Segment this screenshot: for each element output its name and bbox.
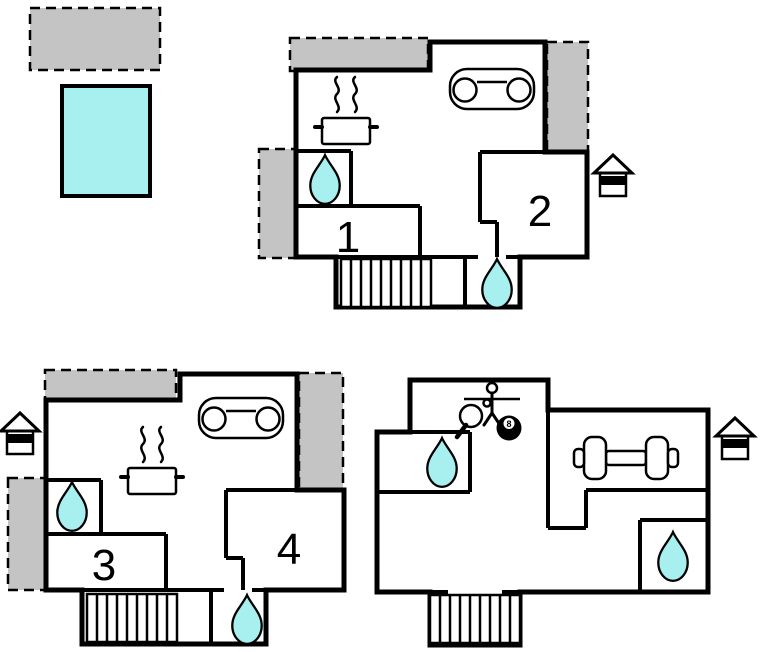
billiard-ball-circle — [503, 418, 515, 429]
interior-wall — [478, 150, 545, 257]
building-outline — [374, 377, 711, 648]
stairs-icon — [339, 257, 433, 309]
terrace-area — [28, 6, 162, 72]
swimming-pool — [60, 84, 152, 198]
stairs-icon — [428, 593, 522, 645]
interior-wall — [224, 488, 297, 590]
dumbbell-cap — [666, 447, 680, 469]
floor-plan-activity: 8 — [374, 377, 756, 648]
terrace-area — [257, 147, 298, 260]
stairs-icon — [85, 592, 179, 644]
terrace-area — [6, 476, 47, 592]
floor-plan-upper: 1 2 — [257, 36, 634, 310]
interior-wall — [46, 532, 168, 590]
floor-plan-main: 3 4 — [0, 368, 347, 647]
billiard-ball-number: 8 — [506, 419, 511, 429]
dumbbell-weight — [582, 435, 608, 481]
house-icon — [592, 153, 634, 198]
interior-wall — [296, 149, 353, 206]
dumbbell-icon — [572, 435, 680, 481]
room-label-3: 3 — [92, 541, 116, 590]
dumbbell-bar — [604, 449, 648, 467]
room-label-1: 1 — [336, 213, 360, 262]
room-label-2: 2 — [528, 187, 552, 236]
terrace-area — [297, 371, 345, 492]
interior-wall — [296, 204, 422, 257]
building-outline — [293, 39, 590, 310]
interior-wall — [546, 410, 708, 530]
dumbbell-cap — [572, 447, 586, 469]
house-icon — [714, 416, 756, 461]
terrace-area — [43, 368, 178, 403]
terrace-area — [288, 36, 430, 73]
sofa-icon — [197, 396, 285, 440]
sofa-icon — [448, 67, 536, 111]
interior-wall — [336, 255, 520, 307]
dumbbell-weight — [644, 435, 670, 481]
interior-wall — [46, 478, 103, 534]
interior-wall — [82, 588, 266, 644]
interior-wall — [638, 518, 708, 592]
billiard-ball-icon: 8 — [496, 415, 522, 441]
house-icon — [0, 411, 41, 456]
terrace-area — [545, 40, 590, 153]
room-label-4: 4 — [277, 525, 301, 574]
